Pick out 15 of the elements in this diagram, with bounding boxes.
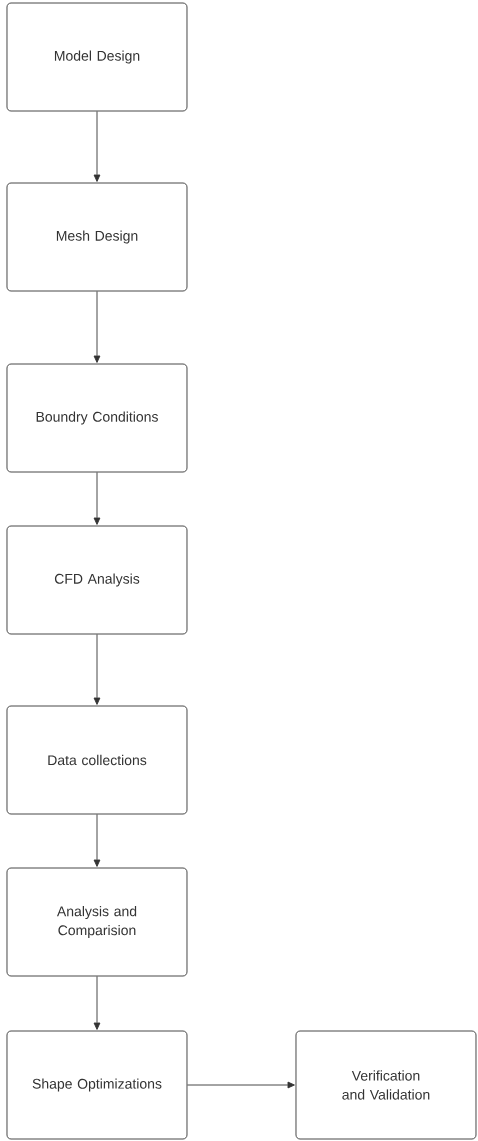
process-box: Mesh Design bbox=[6, 182, 188, 292]
process-box: Verification and Validation bbox=[295, 1030, 477, 1140]
process-box: Boundry Conditions bbox=[6, 363, 188, 473]
arrow bbox=[93, 111, 101, 182]
process-box: Model Design bbox=[6, 2, 188, 112]
process-box: Data collections bbox=[6, 705, 188, 815]
arrow bbox=[93, 634, 101, 705]
arrow bbox=[93, 976, 101, 1030]
process-box: CFD Analysis bbox=[6, 525, 188, 635]
arrow bbox=[93, 472, 101, 525]
process-box: Analysis and Comparision bbox=[6, 867, 188, 977]
arrow bbox=[187, 1081, 295, 1089]
arrow bbox=[93, 814, 101, 867]
arrow bbox=[93, 291, 101, 363]
process-box: Shape Optimizations bbox=[6, 1030, 188, 1140]
